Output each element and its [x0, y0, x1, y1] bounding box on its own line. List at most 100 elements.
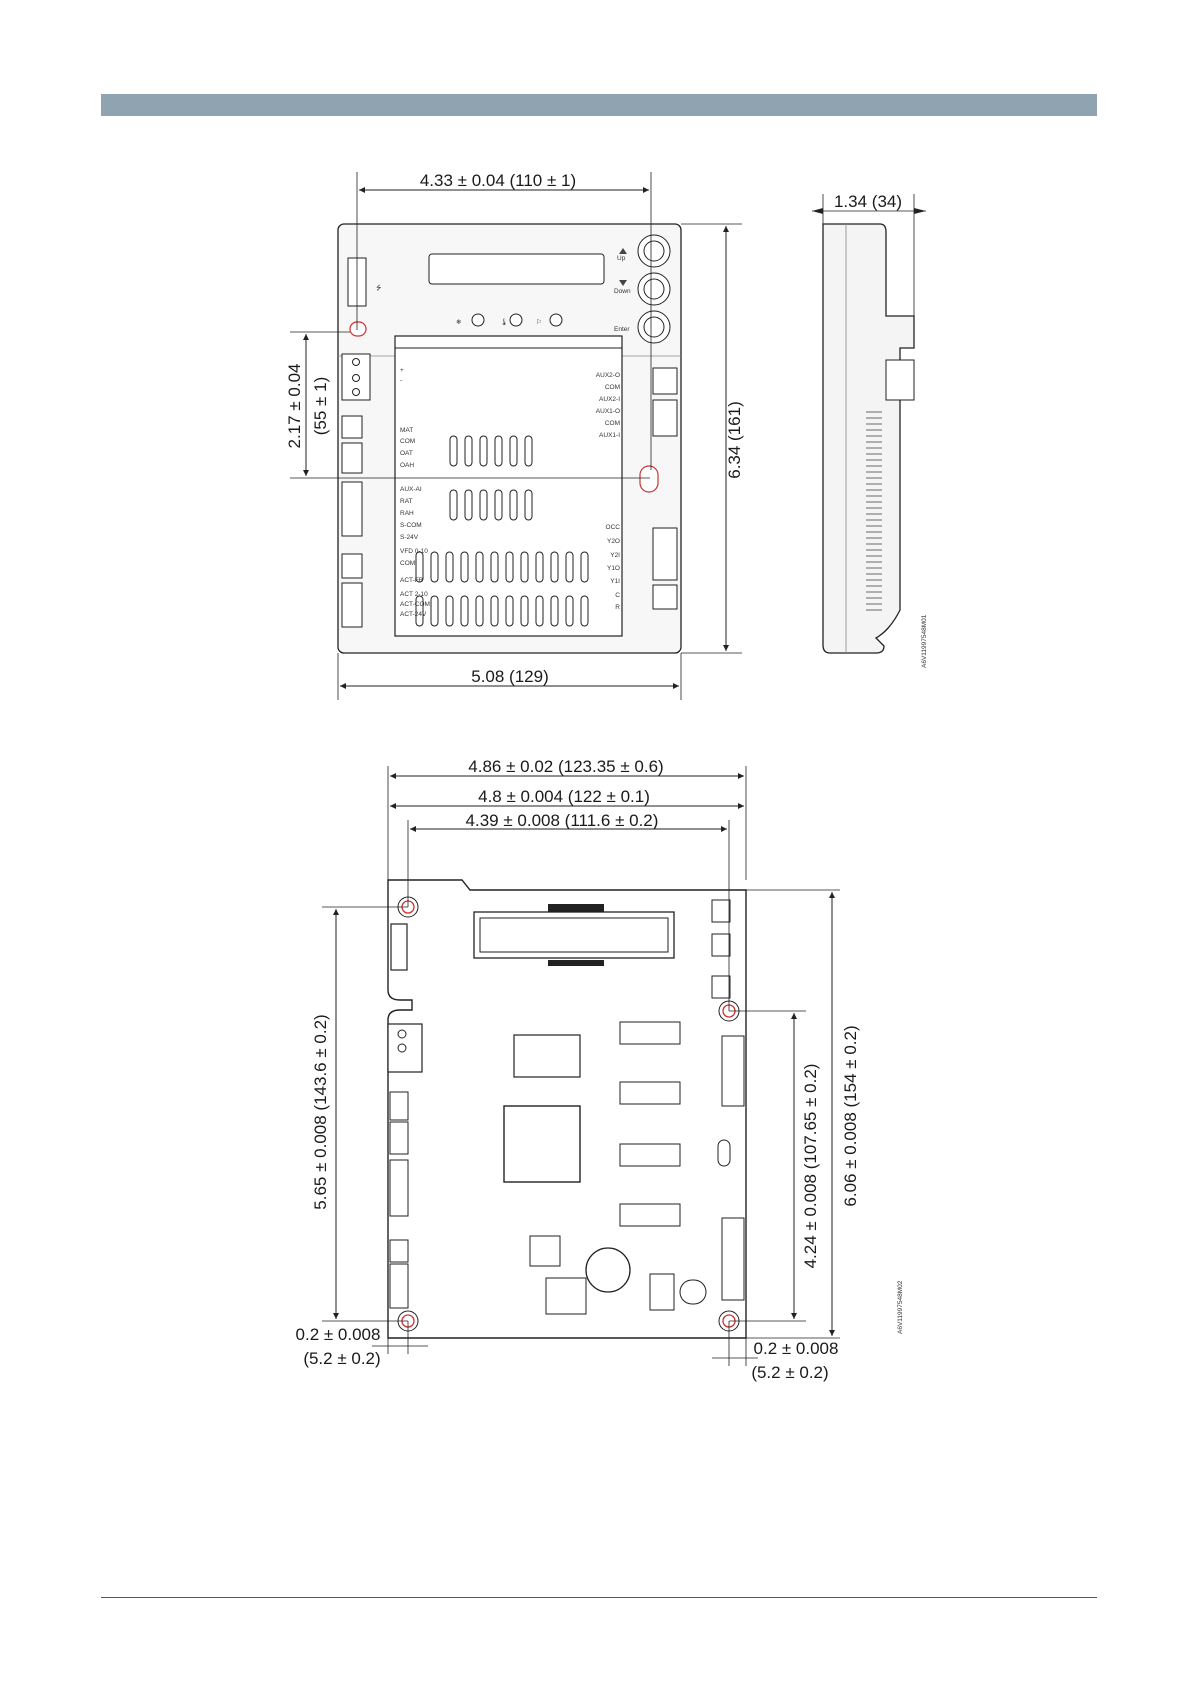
vent-slot — [494, 435, 503, 467]
vent-slot — [449, 489, 458, 521]
button-up-label: Up — [617, 255, 626, 262]
front-left-dimension-line1: 2.17 ± 0.04 — [285, 364, 304, 449]
terminal-label-left: VFD 0-10 — [400, 548, 428, 555]
vent-slot — [505, 551, 514, 583]
terminal-label-left: AUX-AI — [400, 486, 422, 493]
terminal-label-right: Y1I — [610, 578, 620, 585]
terminal-label-right: AUX2-O — [596, 372, 620, 379]
controller-front-view: ⭍ ❄ 🌡 ⚐ Up Down Enter — [285, 171, 744, 700]
front-width-dimension: 4.33 ± 0.04 (110 ± 1) — [420, 171, 576, 190]
vent-slot — [580, 595, 589, 627]
terminal-label-right: AUX1-O — [596, 408, 620, 415]
vent-slot — [505, 595, 514, 627]
footer-rule — [101, 1597, 1097, 1598]
side-drawing-code: A6V11997548M01 — [921, 614, 928, 668]
pcb-drawing-code: A6V11997548M02 — [897, 1280, 904, 1334]
terminal-label-left: - — [400, 377, 402, 384]
vent-slot — [524, 489, 533, 521]
pcb-height-holes-left-dimension: 5.65 ± 0.008 (143.6 ± 0.2) — [311, 1014, 330, 1209]
pcb-height-holes-right-dimension: 4.24 ± 0.008 (107.65 ± 0.2) — [801, 1064, 820, 1269]
pcb-width-mid-dimension: 4.8 ± 0.004 (122 ± 0.1) — [478, 787, 650, 806]
usb-icon: ⭍ — [376, 284, 382, 292]
vent-slot — [479, 489, 488, 521]
front-bottom-dimension: 5.08 (129) — [471, 667, 549, 686]
vent-slot — [464, 489, 473, 521]
pcb-offset-left-line1: 0.2 ± 0.008 — [296, 1325, 381, 1344]
controller-side-view: 1.34 (34) A6V11997548M01 — [812, 192, 928, 668]
vent-slot — [520, 551, 529, 583]
vent-slot — [449, 435, 458, 467]
side-connector-ridges — [866, 411, 882, 611]
vent-slot — [565, 595, 574, 627]
vent-slot — [509, 489, 518, 521]
vent-slot — [475, 551, 484, 583]
terminal-label-left: ACT 2-10 — [400, 591, 428, 598]
terminal-label-right: R — [615, 604, 620, 611]
vent-slot — [464, 435, 473, 467]
header-band — [101, 94, 1097, 116]
vent-slot — [509, 435, 518, 467]
vent-slot — [475, 595, 484, 627]
terminal-label-left: S-COM — [400, 522, 422, 529]
terminal-label-left: OAT — [400, 450, 413, 457]
status-led-row: ❄ 🌡 ⚐ — [456, 313, 563, 327]
svg-text:🌡: 🌡 — [500, 318, 508, 326]
terminal-label-left: RAT — [400, 498, 413, 505]
pcb-view: 4.86 ± 0.02 (123.35 ± 0.6) 4.8 ± 0.004 (… — [296, 757, 904, 1382]
terminal-label-left: COM — [400, 560, 415, 567]
terminal-label-left: ACT-FB — [400, 577, 423, 584]
button-enter-label: Enter — [614, 326, 630, 333]
terminal-label-right: Y2O — [607, 538, 620, 545]
pcb-offset-left-line2: (5.2 ± 0.2) — [303, 1349, 380, 1368]
terminal-label-right: Y2I — [610, 552, 620, 559]
front-height-dimension: 6.34 (161) — [725, 401, 744, 479]
button-down-label: Down — [614, 288, 631, 295]
terminal-labels-right: AUX2-OCOMAUX2-IAUX1-OCOMAUX1-IOCCY2OY2IY… — [596, 372, 621, 611]
terminal-label-left: ACT-COM — [400, 601, 430, 608]
terminal-label-left: RAH — [400, 510, 414, 517]
terminal-label-left: + — [400, 367, 404, 374]
front-left-dimension-line2: (55 ± 1) — [311, 377, 330, 435]
terminal-label-right: OCC — [606, 524, 621, 531]
left-connectors — [341, 353, 371, 628]
terminal-label-left: MAT — [400, 427, 413, 434]
pcb-offset-right-line2: (5.2 ± 0.2) — [751, 1363, 828, 1382]
vent-slot — [535, 551, 544, 583]
pcb-height-total-dimension: 6.06 ± 0.008 (154 ± 0.2) — [841, 1025, 860, 1206]
vent-slot — [580, 551, 589, 583]
vent-slot — [565, 551, 574, 583]
vent-slot — [430, 595, 439, 627]
svg-text:⚐: ⚐ — [536, 318, 542, 326]
vent-slot — [460, 551, 469, 583]
vent-slot — [490, 551, 499, 583]
vent-slot — [460, 595, 469, 627]
terminal-label-right: Y1O — [607, 565, 620, 572]
terminal-label-right: AUX1-I — [599, 432, 620, 439]
terminal-labels-left: +-MATCOMOATOAHAUX-AIRATRAHS-COMS-24VVFD … — [400, 367, 430, 618]
vent-slot — [445, 595, 454, 627]
vent-slot — [445, 551, 454, 583]
terminal-label-right: COM — [605, 420, 620, 427]
side-depth-dimension: 1.34 (34) — [834, 192, 902, 211]
vent-slot — [490, 595, 499, 627]
vent-slot — [494, 489, 503, 521]
terminal-label-left: ACT-24V — [400, 611, 427, 618]
vent-slot — [479, 435, 488, 467]
pcb-width-outer-dimension: 4.86 ± 0.02 (123.35 ± 0.6) — [468, 757, 663, 776]
vent-slot — [415, 551, 424, 583]
svg-text:❄: ❄ — [456, 318, 462, 326]
terminal-label-left: S-24V — [400, 534, 419, 541]
pcb-components — [387, 899, 745, 1315]
right-connectors — [639, 367, 678, 610]
vent-slot — [535, 595, 544, 627]
terminal-label-left: COM — [400, 438, 415, 445]
vent-slot — [430, 551, 439, 583]
pcb-offset-right-line1: 0.2 ± 0.008 — [754, 1339, 839, 1358]
vent-slot — [550, 551, 559, 583]
terminal-label-right: AUX2-I — [599, 396, 620, 403]
vent-slot — [415, 595, 424, 627]
vent-slots — [415, 435, 589, 627]
vent-slot — [520, 595, 529, 627]
terminal-label-right: C — [615, 592, 620, 599]
